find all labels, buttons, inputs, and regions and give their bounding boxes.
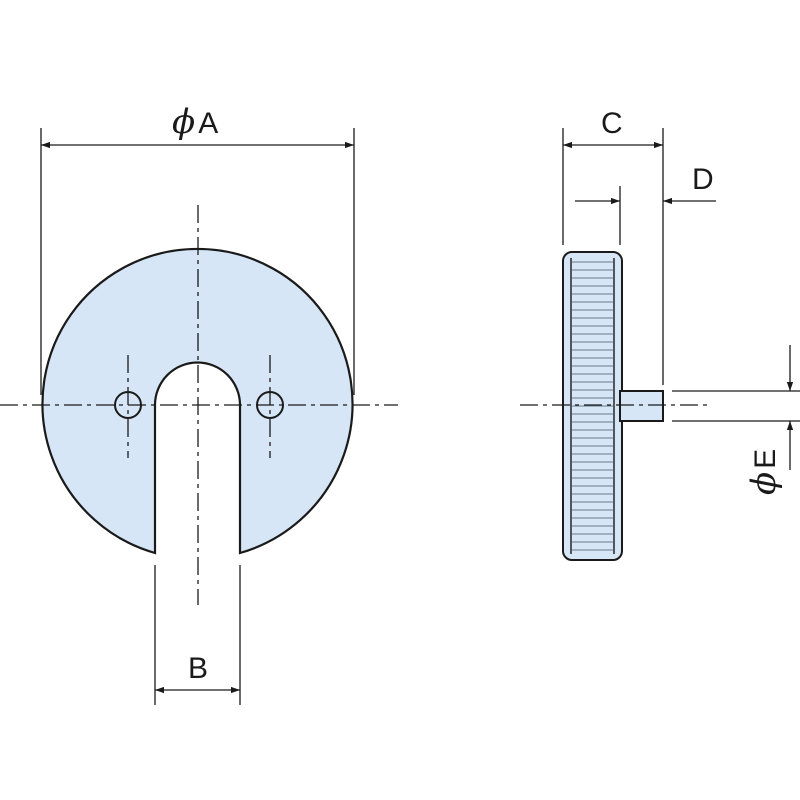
slotted-washer-body bbox=[41, 247, 354, 555]
dim-e-label: ϕE bbox=[744, 449, 784, 495]
knurl-pattern bbox=[572, 261, 613, 551]
side-view: C D ϕE bbox=[520, 107, 800, 561]
dim-b-label: B bbox=[188, 652, 208, 685]
dim-d-label: D bbox=[692, 163, 714, 196]
dim-c-label: C bbox=[601, 107, 623, 140]
pin-boss bbox=[619, 390, 664, 422]
